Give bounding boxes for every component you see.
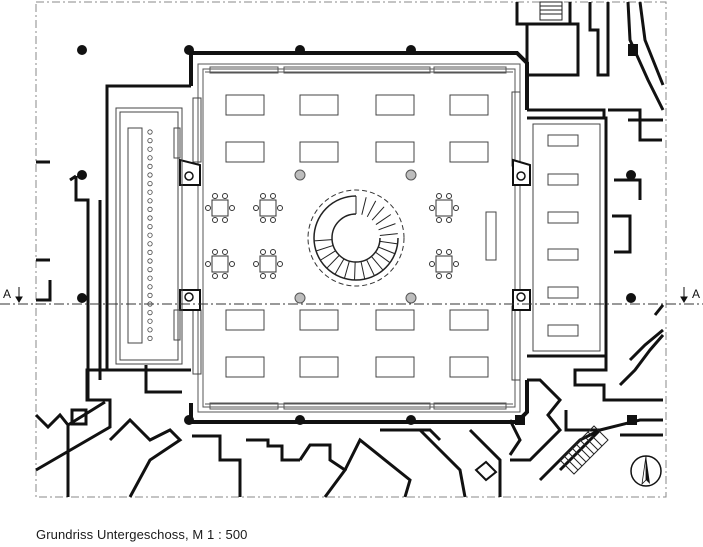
hall-inner-frame [197,63,521,413]
chair [147,318,153,324]
side-benches [192,91,521,381]
chair [147,284,153,290]
tables-bottom [225,309,489,378]
surrounding-buildings [34,1,665,498]
left-wing [105,84,191,372]
chair [147,189,153,195]
pillar-marks [184,171,526,302]
chair [147,241,153,247]
spiral-step [371,256,384,271]
spiral-step [379,233,398,236]
chair [147,275,153,281]
spiral-step [378,246,396,255]
window-sills [209,66,507,410]
drawing-frame [35,1,667,498]
spiral-step [334,258,345,275]
spiral-step [360,261,366,280]
chair [147,258,153,264]
stair-icon [559,425,609,475]
spiral-step [354,261,356,280]
section-label-right: A [692,287,700,301]
chair [147,335,153,341]
north-arrow-icon [630,455,662,487]
chair [147,163,153,169]
corner-pillars [179,158,531,311]
spiral-step [326,254,340,269]
interior-columns [294,169,417,304]
spiral-step [379,240,398,245]
left-wing-chairs [147,129,153,341]
chair [147,224,153,230]
chair [147,232,153,238]
spiral-step [378,223,396,231]
section-arrows [15,287,688,303]
caption: Grundriss Untergeschoss, M 1 : 500 [36,527,248,542]
spiral-step [371,206,385,221]
spiral-step [315,244,334,252]
section-label-left: A [3,287,11,301]
spiral-step [366,259,375,276]
chair [147,292,153,298]
chair [147,146,153,152]
stair-top [539,1,563,21]
spiral-step [375,214,392,225]
spiral-step [361,197,367,215]
kiosk [474,460,498,482]
chair [147,155,153,161]
chair [147,309,153,316]
chair [147,138,153,144]
chair [147,198,153,204]
structural-columns [77,44,638,425]
tables-top [225,94,489,163]
spiral-step [366,200,377,218]
chair [147,172,153,178]
chair [147,181,153,187]
chair [147,249,153,255]
spiral-stair-icon [307,189,405,287]
spiral-step [320,250,336,261]
chair [147,129,153,135]
chair [147,215,153,221]
chair [147,206,153,212]
spiral-step [375,251,391,264]
spiral-step [314,239,333,242]
chair [147,266,153,273]
right-wing [527,116,608,358]
spiral-step [343,260,350,279]
chair [147,327,153,333]
small-tables [205,193,459,279]
counter [485,211,497,261]
